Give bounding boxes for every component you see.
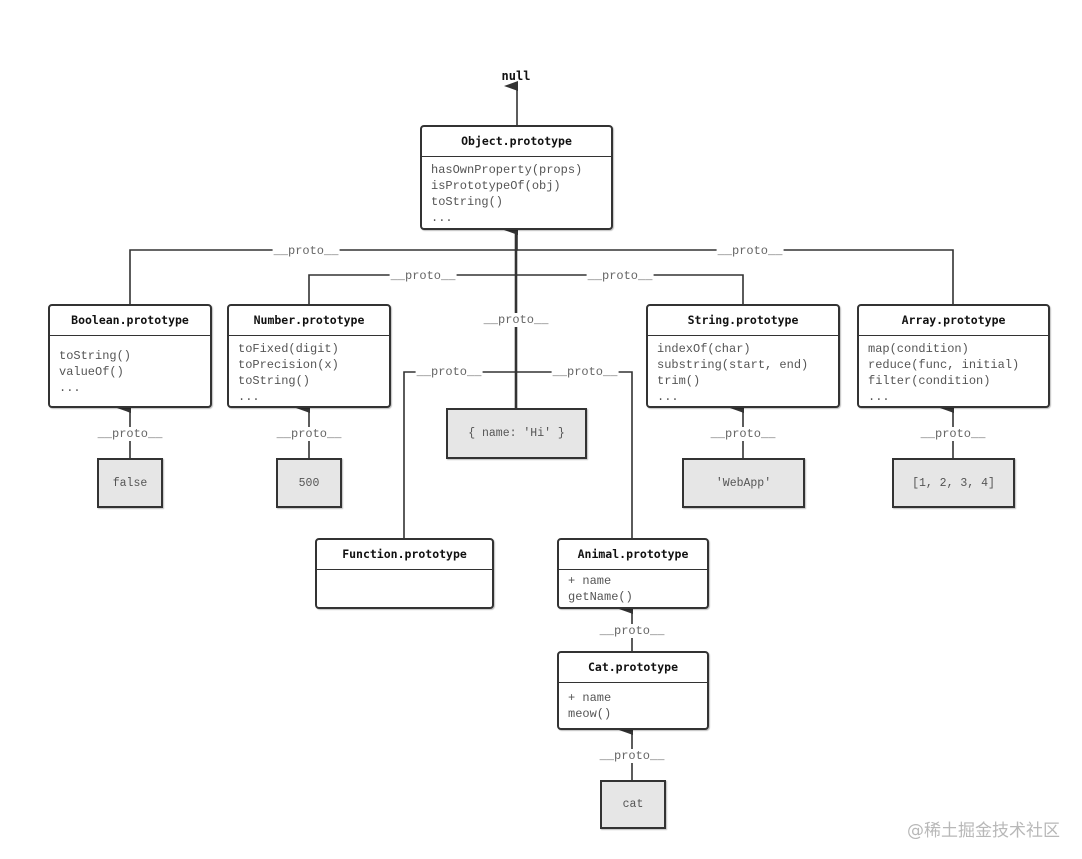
member: ... <box>238 390 260 404</box>
proto-label: __proto__ <box>482 313 550 327</box>
box-members: + name meow() <box>559 683 707 722</box>
edge-array-object <box>517 249 954 304</box>
edge-boolean-object <box>129 225 518 304</box>
number-prototype-box: Number.prototype toFixed(digit) toPrecis… <box>227 304 391 408</box>
proto-label: __proto__ <box>272 244 340 258</box>
box-members: hasOwnProperty(props) isPrototypeOf(obj)… <box>422 157 611 226</box>
member: + name <box>568 691 612 705</box>
member: valueOf() <box>59 365 124 379</box>
null-label: null <box>501 69 531 83</box>
member: isPrototypeOf(obj) <box>431 179 561 193</box>
function-prototype-box: Function.prototype <box>315 538 494 609</box>
member: indexOf(char) <box>657 342 751 356</box>
box-title: Object.prototype <box>422 127 611 157</box>
box-members: + name getName() <box>559 570 707 605</box>
member: toString() <box>238 374 311 388</box>
member: filter(condition) <box>868 374 991 388</box>
member: toString() <box>431 195 504 209</box>
box-members: toString() valueOf() ... <box>50 336 210 396</box>
box-members <box>317 570 492 575</box>
member: getName() <box>568 590 633 604</box>
array-prototype-box: Array.prototype map(condition) reduce(fu… <box>857 304 1050 408</box>
proto-label: __proto__ <box>389 269 457 283</box>
instance-500: 500 <box>276 458 342 508</box>
member: ... <box>868 390 890 404</box>
box-title: Function.prototype <box>317 540 492 570</box>
member: substring(start, end) <box>657 358 809 372</box>
proto-label: __proto__ <box>919 427 987 441</box>
box-members: map(condition) reduce(func, initial) fil… <box>859 336 1048 405</box>
box-title: Animal.prototype <box>559 540 707 570</box>
box-title: String.prototype <box>648 306 838 336</box>
box-title: Array.prototype <box>859 306 1048 336</box>
cat-prototype-box: Cat.prototype + name meow() <box>557 651 709 730</box>
member: meow() <box>568 707 612 721</box>
proto-label: __proto__ <box>275 427 343 441</box>
member: toFixed(digit) <box>238 342 339 356</box>
string-prototype-box: String.prototype indexOf(char) substring… <box>646 304 840 408</box>
member: ... <box>431 211 453 225</box>
instance-false: false <box>97 458 163 508</box>
proto-label: __proto__ <box>716 244 784 258</box>
instance-webapp: 'WebApp' <box>682 458 805 508</box>
animal-prototype-box: Animal.prototype + name getName() <box>557 538 709 609</box>
member: toPrecision(x) <box>238 358 339 372</box>
proto-label: __proto__ <box>551 365 619 379</box>
member: trim() <box>657 374 701 388</box>
box-title: Number.prototype <box>229 306 389 336</box>
member: hasOwnProperty(props) <box>431 163 583 177</box>
proto-label: __proto__ <box>598 624 666 638</box>
watermark: @稀土掘金技术社区 <box>907 821 1060 841</box>
proto-label: __proto__ <box>598 749 666 763</box>
member: ... <box>59 381 81 395</box>
instance-object-literal: { name: 'Hi' } <box>446 408 587 459</box>
proto-label: __proto__ <box>586 269 654 283</box>
instance-array: [1, 2, 3, 4] <box>892 458 1015 508</box>
member: ... <box>657 390 679 404</box>
proto-label: __proto__ <box>709 427 777 441</box>
boolean-prototype-box: Boolean.prototype toString() valueOf() .… <box>48 304 212 408</box>
box-members: toFixed(digit) toPrecision(x) toString()… <box>229 336 389 405</box>
proto-label: __proto__ <box>415 365 483 379</box>
member: + name <box>568 574 612 588</box>
member: map(condition) <box>868 342 969 356</box>
object-prototype-box: Object.prototype hasOwnProperty(props) i… <box>420 125 613 230</box>
member: reduce(func, initial) <box>868 358 1020 372</box>
instance-cat: cat <box>600 780 666 829</box>
member: toString() <box>59 349 132 363</box>
box-title: Cat.prototype <box>559 653 707 683</box>
box-members: indexOf(char) substring(start, end) trim… <box>648 336 838 405</box>
box-title: Boolean.prototype <box>50 306 210 336</box>
proto-label: __proto__ <box>96 427 164 441</box>
